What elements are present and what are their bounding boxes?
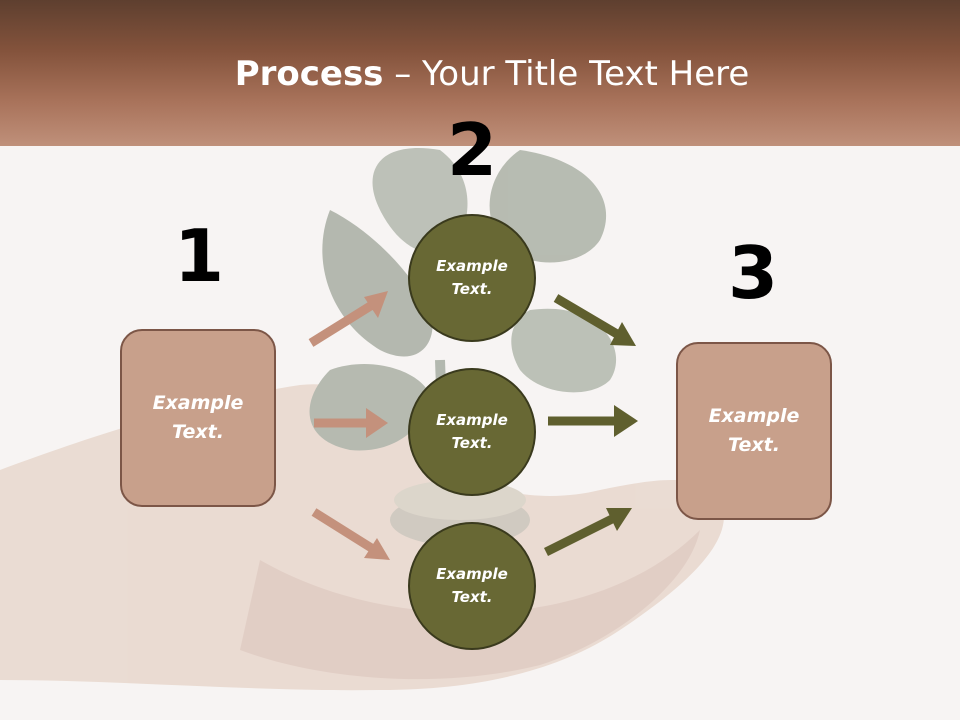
circle-bottom[interactable]: Example Text. [408, 522, 536, 650]
title-rest: – Your Title Text Here [383, 54, 750, 94]
leaf-4 [511, 308, 617, 393]
step-number-2: 2 [446, 108, 498, 192]
box-left[interactable]: Example Text. [120, 329, 276, 507]
step-number-1: 1 [173, 214, 225, 298]
leaf-5 [309, 364, 430, 451]
circle-middle-label: Example Text. [436, 411, 508, 452]
circle-top[interactable]: Example Text. [408, 214, 536, 342]
arrow-top-to-right [553, 294, 636, 346]
box-right[interactable]: Example Text. [676, 342, 832, 520]
circle-middle[interactable]: Example Text. [408, 368, 536, 496]
title-bold: Process [234, 54, 384, 94]
circle-top-label: Example Text. [436, 257, 508, 298]
box-left-label: Example Text. [152, 392, 244, 443]
arrow-left-to-middle [314, 408, 388, 438]
circle-bottom-label: Example Text. [436, 565, 508, 606]
arrow-bottom-to-right [543, 508, 632, 557]
arrow-middle-to-right [548, 405, 638, 437]
hand-shadow [240, 530, 700, 680]
arrow-left-to-bottom [311, 508, 390, 560]
step-number-3: 3 [727, 231, 779, 315]
slide-title: Process – Your Title Text Here [0, 52, 960, 96]
arrow-left-to-top [308, 291, 388, 347]
title-bar [0, 0, 960, 146]
box-right-label: Example Text. [708, 405, 800, 456]
